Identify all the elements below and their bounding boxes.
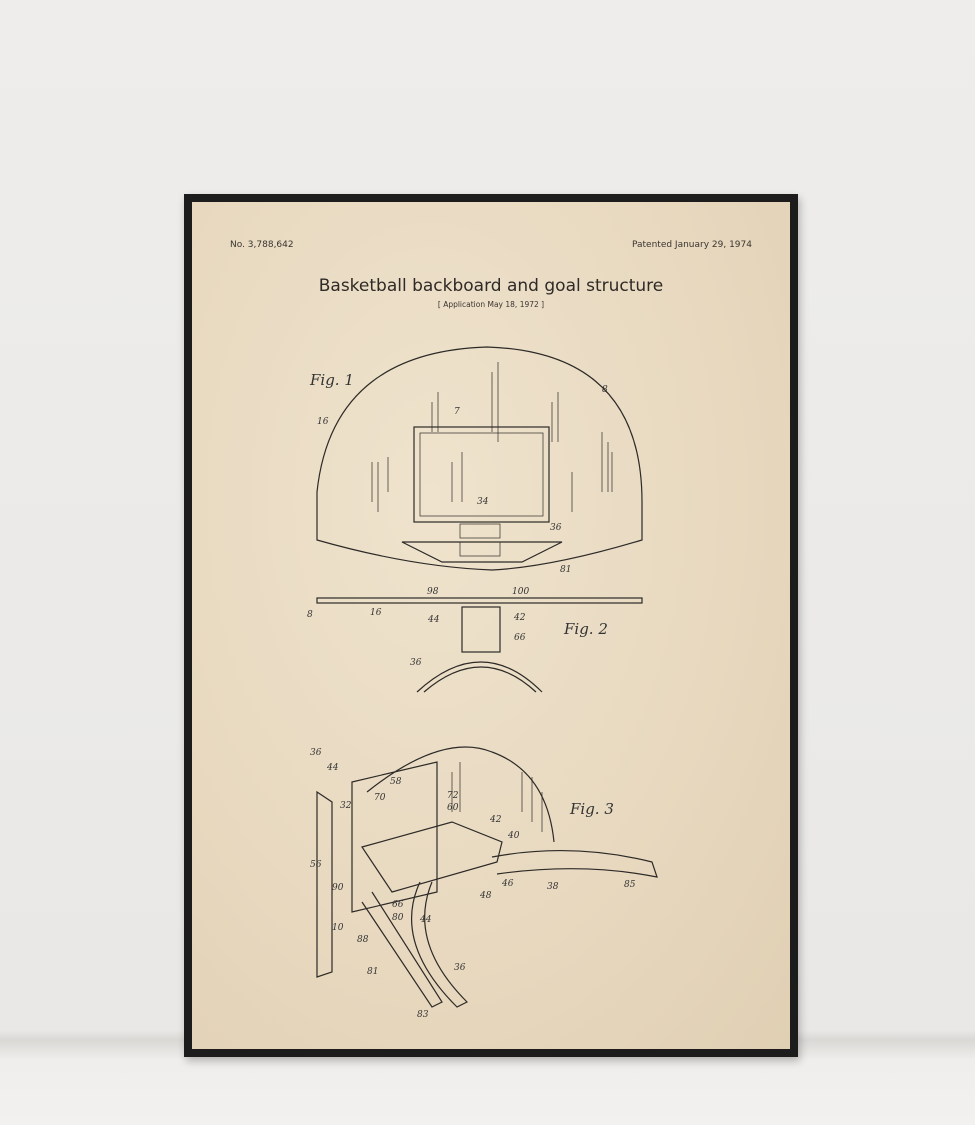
ref-label: 32 [340,801,352,811]
ref-label: 60 [447,803,459,813]
ref-label: 85 [624,880,636,890]
ref-label: 83 [417,1010,429,1020]
patented-date: Patented January 29, 1974 [631,240,752,250]
patent-drawings: Fig. 1 8 16 7 34 36 81 8 16 98 100 44 42… [307,346,658,1020]
ref-label: 100 [512,587,529,597]
ref-label: 36 [310,748,322,758]
ref-label: 56 [310,860,322,870]
poster-frame: No. 3,788,642 Patented January 29, 1974 … [184,194,798,1057]
poster-title: Basketball backboard and goal structure [318,276,664,296]
fig3-label: Fig. 3 [569,800,614,818]
ref-label: 36 [550,523,562,533]
ref-label: 81 [560,565,571,575]
ref-label: 98 [427,587,439,597]
application-date: [ Application May 18, 1972 ] [437,300,545,309]
ref-label: 7 [454,407,460,417]
ref-label: 88 [357,935,369,945]
ref-label: 80 [392,913,404,923]
fig2-top-view-drawing [316,597,643,693]
ref-label: 44 [419,915,432,925]
ref-label: 46 [501,879,514,889]
ref-label: 70 [374,793,386,803]
ref-label: 34 [477,497,489,507]
ref-label: 16 [317,417,329,427]
ref-label: 10 [332,923,344,933]
ref-label: 48 [479,891,492,901]
ref-label: 8 [307,610,313,620]
ref-label: 42 [489,815,502,825]
fig1-backboard-drawing [316,346,643,571]
ref-label: 42 [513,613,526,623]
ref-label: 36 [410,658,422,668]
ref-label: 8 [602,385,608,395]
patent-number: No. 3,788,642 [230,240,294,250]
fig1-label: Fig. 1 [309,371,354,389]
ref-label: 81 [367,967,378,977]
fig3-perspective-drawing [316,746,658,1008]
patent-poster: No. 3,788,642 Patented January 29, 1974 … [192,202,790,1049]
ref-label: 66 [514,633,526,643]
fig2-label: Fig. 2 [563,620,608,638]
ref-label: 44 [427,615,440,625]
ref-label: 36 [454,963,466,973]
ref-label: 38 [547,882,559,892]
ref-label: 58 [390,777,402,787]
ref-label: 40 [507,831,520,841]
ref-label: 16 [370,608,382,618]
ref-label: 72 [447,791,459,801]
ref-label: 66 [392,900,404,910]
ref-label: 90 [332,883,344,893]
ref-label: 44 [326,763,339,773]
